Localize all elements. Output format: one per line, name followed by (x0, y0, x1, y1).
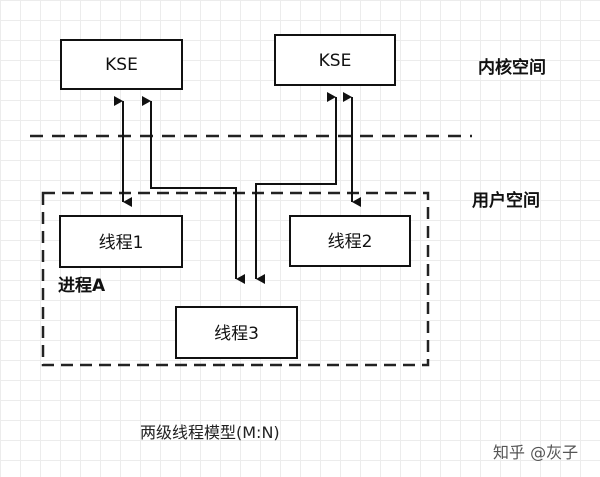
kse-left-label: KSE (105, 55, 138, 75)
thread1-node: 线程1 (59, 215, 183, 268)
kse-left-node: KSE (60, 39, 183, 90)
arrow-kse-left-thread3 (142, 96, 245, 284)
watermark: 知乎 @灰子 (493, 443, 578, 462)
thread2-node: 线程2 (289, 215, 411, 267)
thread3-node: 线程3 (175, 306, 298, 359)
user-space-label: 用户空间 (472, 190, 540, 211)
kernel-space-label: 内核空间 (478, 57, 546, 78)
kse-right-node: KSE (274, 34, 396, 86)
thread1-label: 线程1 (99, 233, 144, 253)
arrow-kse-right-thread3 (255, 92, 337, 284)
process-a-label: 进程A (58, 276, 106, 296)
thread3-label: 线程3 (214, 324, 259, 344)
thread2-label: 线程2 (328, 232, 373, 252)
kse-right-label: KSE (319, 51, 352, 71)
diagram-caption: 两级线程模型(M:N) (140, 423, 280, 442)
